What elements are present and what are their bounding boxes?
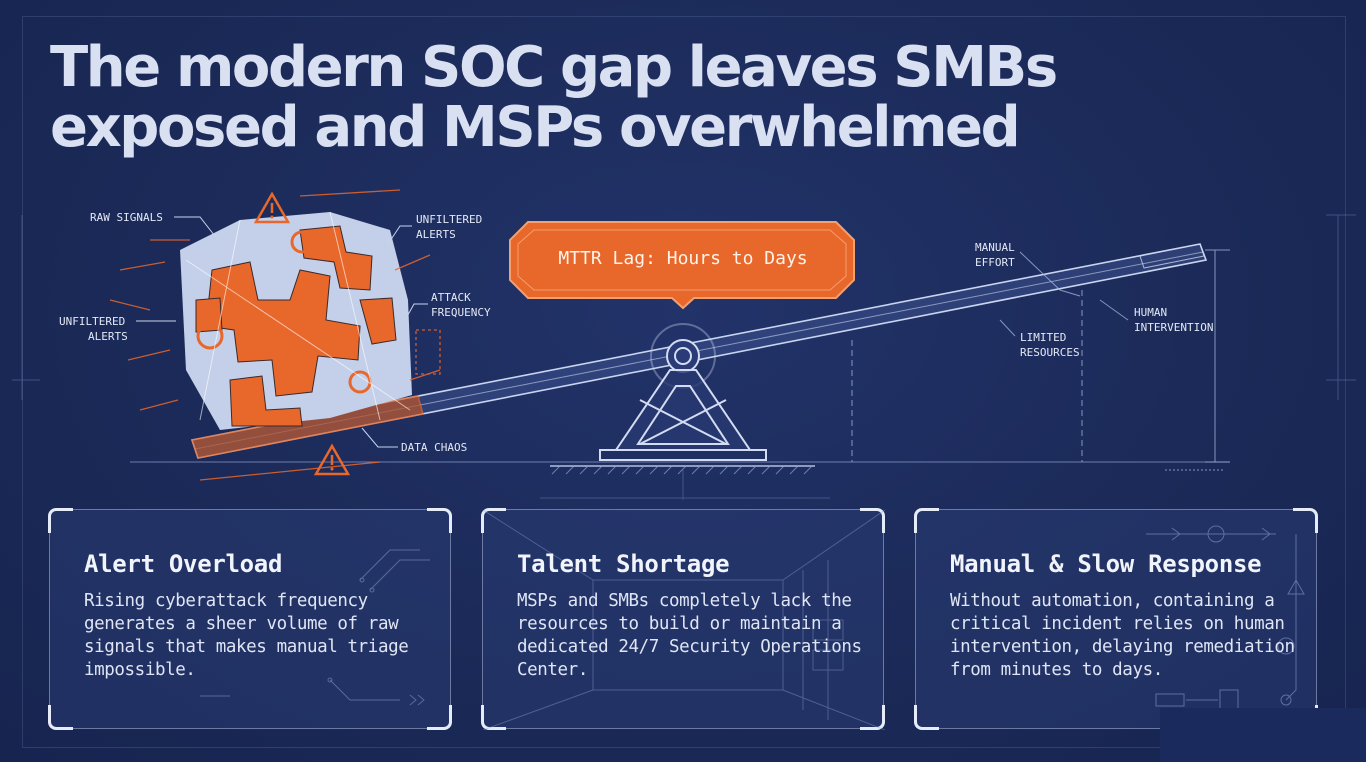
chaos-annotations	[109, 189, 441, 481]
label-leaders	[136, 216, 428, 448]
label-data-chaos: DATA CHAOS	[401, 441, 467, 454]
card-talent-shortage: Talent Shortage MSPs and SMBs completely…	[481, 508, 885, 730]
workflow-decoration	[1146, 525, 1305, 711]
page-title: The modern SOC gap leaves SMBs exposed a…	[50, 35, 1058, 160]
label-human-intervention-line1: HUMAN	[1134, 306, 1167, 319]
card-corner	[427, 705, 452, 730]
card-title: Manual & Slow Response	[950, 550, 1262, 578]
seesaw-fulcrum	[550, 323, 815, 467]
label-limited-resources-line1: LIMITED	[1020, 331, 1066, 344]
dimension-lines	[851, 249, 1230, 471]
label-human-intervention-line2: INTERVENTION	[1134, 321, 1213, 334]
card-description: MSPs and SMBs completely lack the resour…	[517, 591, 862, 680]
label-unfiltered-alerts-top-line1: UNFILTERED	[416, 213, 482, 226]
title-line-2: exposed and MSPs overwhelmed	[50, 95, 1021, 160]
card-corner	[914, 508, 939, 533]
card-description: Without automation, containing a critica…	[950, 591, 1295, 680]
card-alert-overload: Alert Overload Rising cyberattack freque…	[48, 508, 452, 730]
card-corner	[860, 705, 885, 730]
card-corner	[1293, 508, 1318, 533]
label-unfiltered-alerts-left-line1: UNFILTERED	[59, 315, 125, 328]
data-chaos-cluster	[180, 211, 412, 430]
card-corner	[914, 705, 939, 730]
label-limited-resources-line2: RESOURCES	[1020, 346, 1080, 359]
card-description: Rising cyberattack frequency generates a…	[84, 591, 409, 680]
card-title: Talent Shortage	[517, 550, 730, 578]
card-title: Alert Overload	[84, 550, 283, 578]
circuit-decoration	[200, 549, 430, 706]
mttr-callout-text: MTTR Lag: Hours to Days	[558, 248, 807, 269]
room-sketch-decoration	[483, 510, 885, 730]
mttr-callout: MTTR Lag: Hours to Days	[509, 221, 855, 310]
label-raw-signals: RAW SIGNALS	[90, 211, 163, 224]
label-attack-frequency-line1: ATTACK	[431, 291, 471, 304]
corner-overlay	[1160, 708, 1366, 762]
card-corner	[481, 508, 506, 533]
label-unfiltered-alerts-top-line2: ALERTS	[416, 228, 456, 241]
warning-icon	[253, 191, 291, 224]
label-manual-effort-line2: EFFORT	[975, 256, 1015, 269]
card-manual-slow-response: Manual & Slow Response Without automatio…	[914, 508, 1318, 730]
card-corner	[860, 508, 885, 533]
label-unfiltered-alerts-left-line2: ALERTS	[88, 330, 128, 343]
label-attack-frequency-line2: FREQUENCY	[431, 306, 491, 319]
blueprint-rulers	[12, 214, 1356, 500]
title-line-1: The modern SOC gap leaves SMBs	[50, 35, 1058, 100]
fulcrum-hatch	[551, 465, 813, 475]
card-corner	[48, 705, 73, 730]
card-corner	[481, 705, 506, 730]
card-corner	[427, 508, 452, 533]
label-manual-effort-line1: MANUAL	[975, 241, 1015, 254]
warning-icon	[313, 443, 351, 476]
card-corner	[48, 508, 73, 533]
